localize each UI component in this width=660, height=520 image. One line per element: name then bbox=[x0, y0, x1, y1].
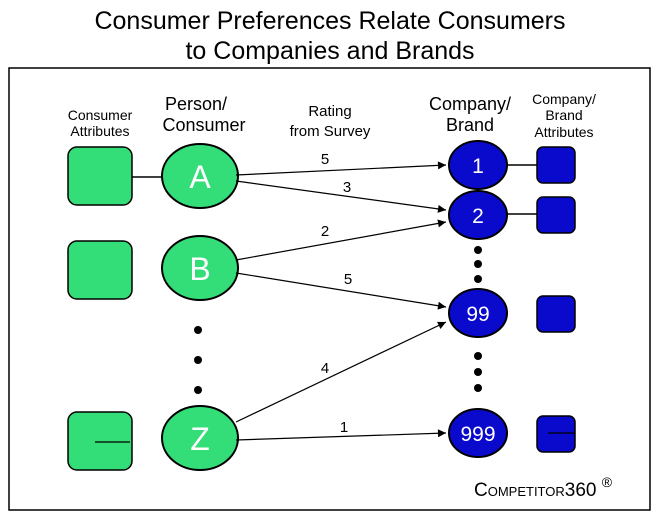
header-person-line1: Person/ bbox=[165, 94, 227, 114]
header-rating-line2: from Survey bbox=[290, 123, 371, 140]
brand-node-2: 2 bbox=[448, 190, 508, 240]
brand-node-99: 99 bbox=[448, 288, 508, 338]
brand-2-attribute-box bbox=[536, 196, 576, 234]
brand-99-attribute-box bbox=[536, 295, 576, 333]
competitor360-logo: Competitor360 ® bbox=[474, 474, 613, 501]
header-rating-line1: Rating bbox=[308, 103, 351, 120]
consumer-ellipsis bbox=[194, 326, 202, 394]
rating-value-z-99: 4 bbox=[321, 360, 329, 377]
brand-ellipsis-upper bbox=[474, 246, 482, 283]
rating-arrow-z-99: 4 bbox=[235, 321, 447, 423]
rating-arrow-a-2: 3 bbox=[235, 179, 447, 213]
consumer-node-a: A bbox=[161, 143, 239, 209]
logo-text: Competitor360 bbox=[474, 480, 596, 501]
rating-arrow-b-99: 5 bbox=[235, 271, 447, 310]
header-company-line1: Company/ bbox=[429, 94, 511, 114]
header-brand-attributes-line3: Attributes bbox=[534, 124, 593, 140]
consumer-node-b: B bbox=[161, 235, 239, 301]
registered-mark: ® bbox=[602, 474, 613, 490]
brand-node-999: 999 bbox=[448, 408, 508, 458]
brand-label-2: 2 bbox=[472, 205, 484, 228]
header-person-line2: Consumer bbox=[162, 115, 245, 135]
consumer-b-attribute-box bbox=[67, 240, 133, 300]
header-brand-attributes-line2: Brand bbox=[545, 107, 582, 123]
rating-value-b-99: 5 bbox=[344, 271, 352, 288]
rating-value-z-999: 1 bbox=[340, 419, 348, 436]
consumer-a-attribute-box bbox=[67, 146, 133, 206]
title-line-2: to Companies and Brands bbox=[185, 37, 475, 65]
consumer-label-b: B bbox=[189, 251, 210, 287]
header-company-line2: Brand bbox=[446, 115, 494, 135]
header-consumer-attributes-line2: Attributes bbox=[70, 123, 129, 139]
brand-1-attribute-box bbox=[536, 146, 576, 184]
rating-arrow-a-1: 5 bbox=[235, 151, 447, 176]
consumer-label-a: A bbox=[189, 159, 211, 195]
brand-ellipsis-lower bbox=[474, 352, 482, 392]
consumer-node-z: Z bbox=[161, 405, 239, 471]
rating-value-a-2: 3 bbox=[343, 179, 351, 196]
consumer-z-attribute-box bbox=[67, 411, 133, 471]
brand-label-1: 1 bbox=[472, 155, 484, 178]
header-brand-attributes-line1: Company/ bbox=[532, 91, 596, 107]
rating-value-b-2: 2 bbox=[321, 223, 329, 240]
brand-label-99: 99 bbox=[466, 303, 489, 326]
brand-node-1: 1 bbox=[448, 140, 508, 190]
brand-999-attribute-box bbox=[536, 415, 576, 453]
rating-arrow-b-2: 2 bbox=[235, 219, 447, 261]
rating-arrow-z-999: 1 bbox=[235, 419, 447, 441]
brand-label-999: 999 bbox=[460, 423, 495, 446]
rating-value-a-1: 5 bbox=[321, 151, 329, 168]
title-line-1: Consumer Preferences Relate Consumers bbox=[94, 7, 566, 35]
consumer-label-z: Z bbox=[190, 421, 210, 457]
header-consumer-attributes-line1: Consumer bbox=[68, 107, 133, 123]
